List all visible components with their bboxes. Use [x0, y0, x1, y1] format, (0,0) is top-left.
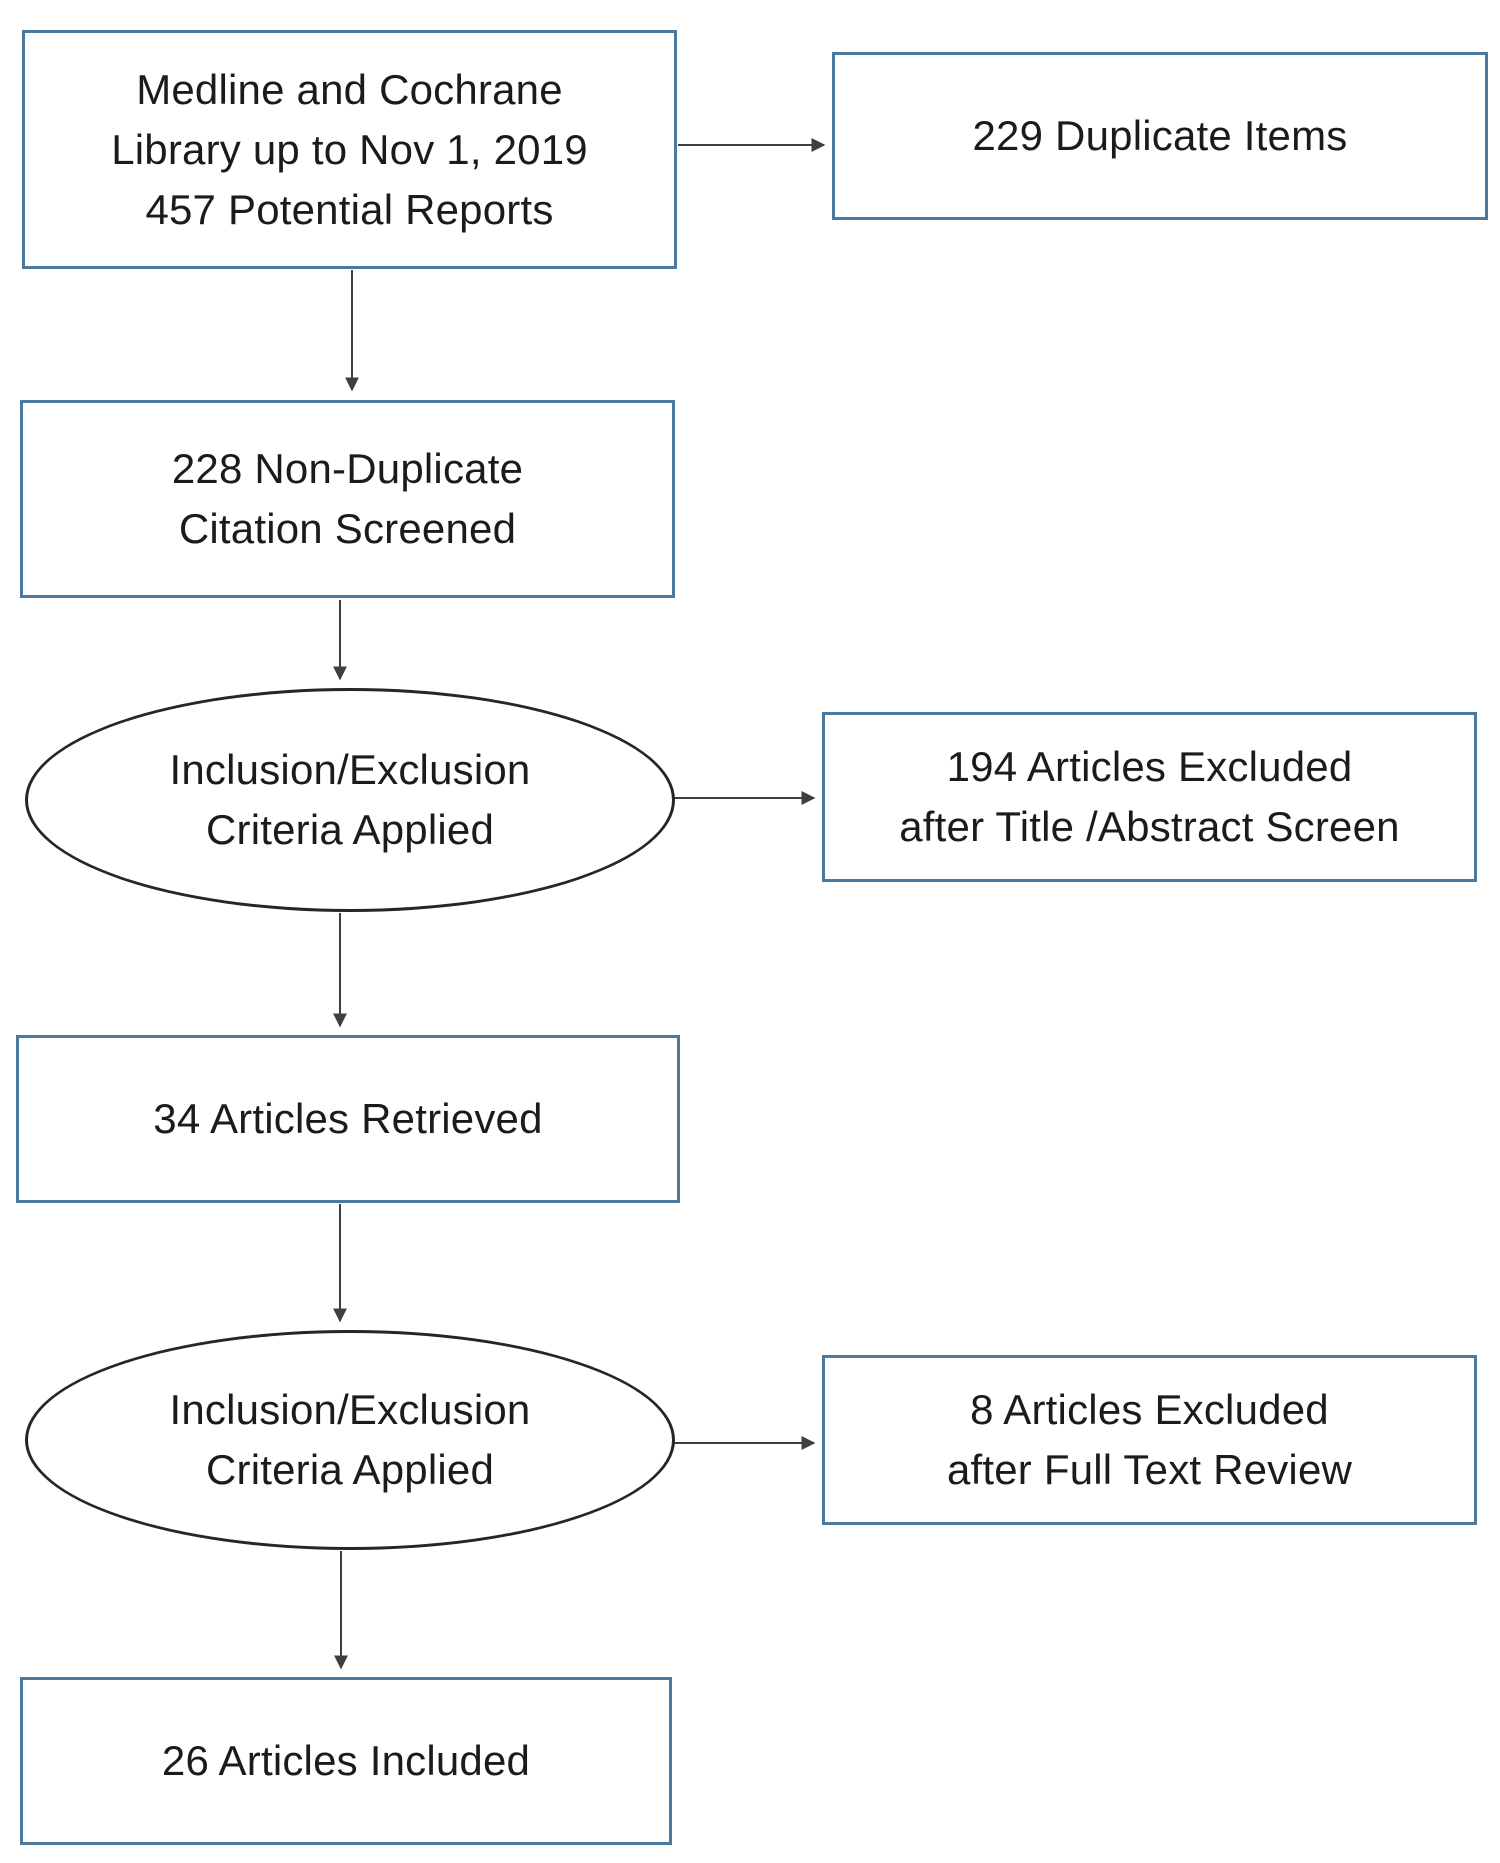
- node-criteria-applied-2-line: Criteria Applied: [205, 1446, 494, 1493]
- node-excluded-full-text: 8 Articles Excluded after Full Text Revi…: [822, 1355, 1477, 1525]
- node-source-line: Library up to Nov 1, 2019: [111, 125, 588, 173]
- node-criteria-applied-1-line: Criteria Applied: [205, 806, 494, 853]
- node-excluded-full-text-line: after Full Text Review: [946, 1446, 1353, 1493]
- node-articles-included-line: 26 Articles Included: [161, 1737, 531, 1784]
- node-excluded-title-abstract-line: after Title /Abstract Screen: [899, 803, 1400, 850]
- node-articles-retrieved: 34 Articles Retrieved: [16, 1035, 680, 1203]
- node-criteria-applied-2-line: Inclusion/Exclusion: [169, 1386, 531, 1433]
- node-criteria-applied-1-line: Inclusion/Exclusion: [169, 746, 531, 793]
- node-excluded-title-abstract: 194 Articles Excluded after Title /Abstr…: [822, 712, 1477, 882]
- node-articles-included: 26 Articles Included: [20, 1677, 672, 1845]
- node-duplicate-items: 229 Duplicate Items: [832, 52, 1488, 220]
- node-source: Medline and Cochrane Library up to Nov 1…: [22, 30, 677, 269]
- node-criteria-applied-2: Inclusion/Exclusion Criteria Applied: [25, 1330, 675, 1550]
- node-citation-screened-line: Citation Screened: [178, 505, 517, 552]
- node-excluded-title-abstract-line: 194 Articles Excluded: [946, 743, 1353, 790]
- node-source-line: Medline and Cochrane: [136, 65, 563, 113]
- node-excluded-full-text-line: 8 Articles Excluded: [970, 1386, 1329, 1433]
- node-citation-screened-line: 228 Non-Duplicate: [171, 445, 524, 492]
- node-source-line: 457 Potential Reports: [145, 185, 554, 233]
- node-duplicate-items-line: 229 Duplicate Items: [972, 112, 1348, 159]
- node-citation-screened: 228 Non-Duplicate Citation Screened: [20, 400, 675, 598]
- node-criteria-applied-1: Inclusion/Exclusion Criteria Applied: [25, 688, 675, 912]
- node-articles-retrieved-line: 34 Articles Retrieved: [153, 1095, 543, 1142]
